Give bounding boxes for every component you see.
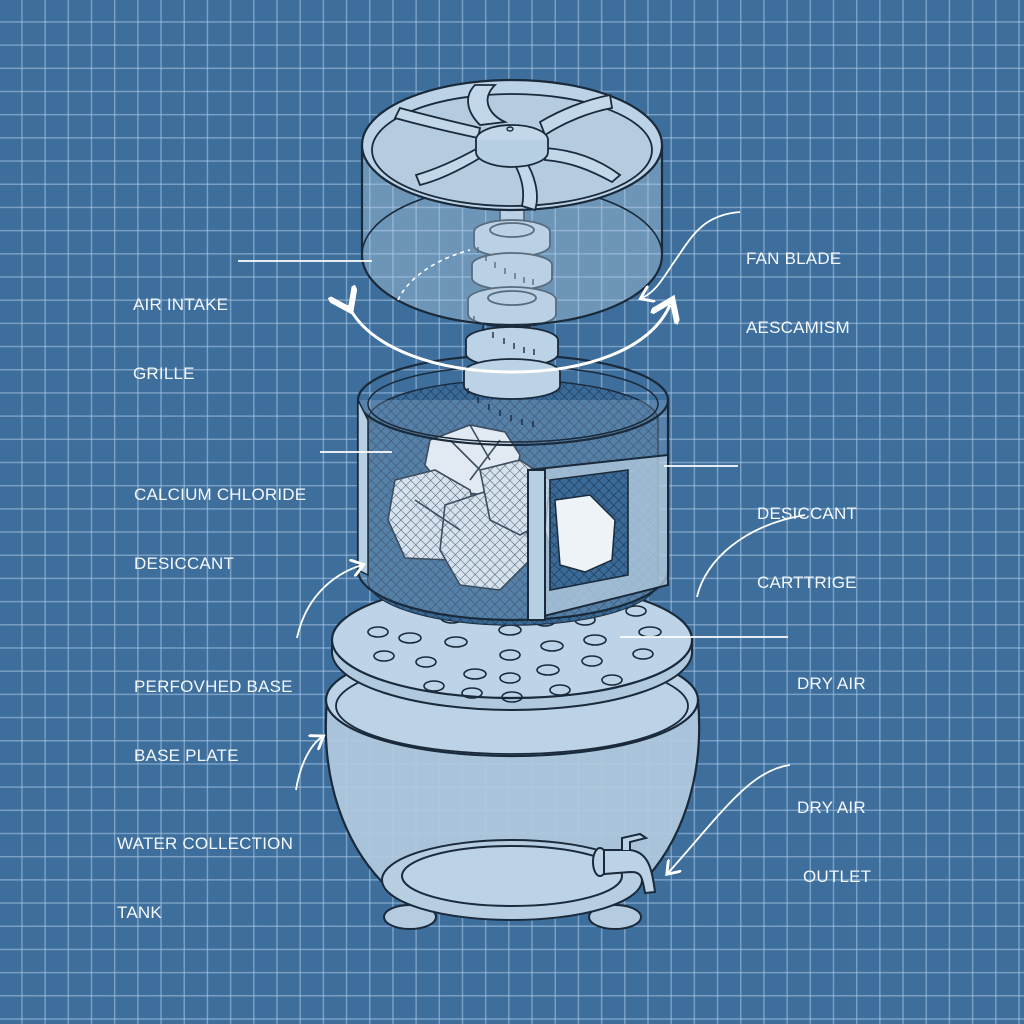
label-desiccant-cartridge: DESICCANT CARTTRIGE bbox=[757, 456, 857, 617]
fan-housing bbox=[360, 78, 664, 327]
leader-cartridge-curve bbox=[696, 514, 806, 598]
leader-dry-air-outlet bbox=[668, 764, 791, 873]
label-line: FAN BLADE bbox=[746, 249, 842, 268]
leader-lines bbox=[238, 211, 806, 873]
leader-fan-blade bbox=[642, 211, 741, 298]
label-line: WATER COLLECTION bbox=[117, 834, 294, 853]
fan-blades-icon bbox=[393, 84, 622, 212]
label-dry-air-outlet: DRY AIR OUTLET bbox=[797, 750, 871, 911]
label-fan-blade-mechanism: FAN BLADE AESCAMISM bbox=[746, 201, 850, 362]
label-line: DRY AIR bbox=[797, 674, 866, 693]
label-line: CALCIUM CHLORIDE bbox=[134, 485, 307, 504]
label-line: DESICCANT bbox=[134, 554, 235, 573]
label-line: PERFOVHED BASE bbox=[134, 677, 293, 696]
label-line: AIR INTAKE bbox=[133, 295, 229, 314]
leader-water-tank bbox=[295, 737, 322, 791]
label-dry-air: DRY AIR bbox=[797, 626, 866, 718]
label-air-intake-grille: AIR INTAKE GRILLE bbox=[133, 247, 228, 408]
leader-perforated-base bbox=[296, 565, 362, 639]
label-line: BASE PLATE bbox=[134, 746, 239, 765]
label-calcium-chloride-desiccant: CALCIUM CHLORIDE DESICCANT bbox=[134, 437, 306, 598]
label-line: TANK bbox=[117, 903, 162, 922]
rotation-arrow-icon bbox=[348, 249, 670, 374]
label-line: DRY AIR bbox=[797, 798, 866, 817]
spigot-icon bbox=[592, 832, 657, 895]
desiccant-cartridge bbox=[356, 353, 670, 626]
label-line: CARTTRIGE bbox=[757, 573, 857, 592]
label-line: AESCAMISM bbox=[746, 318, 850, 337]
label-line: OUTLET bbox=[803, 867, 872, 886]
label-perforated-base-plate: PERFOVHED BASE BASE PLATE bbox=[134, 629, 293, 790]
label-line: GRILLE bbox=[133, 364, 195, 383]
label-line: DESICCANT bbox=[757, 504, 858, 523]
label-water-collection-tank: WATER COLLECTION TANK bbox=[117, 786, 293, 947]
